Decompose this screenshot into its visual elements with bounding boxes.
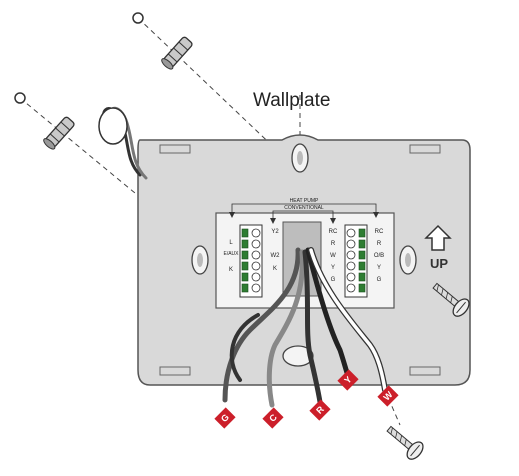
screw-right (432, 282, 470, 317)
terminal-label-eaux: E/AUX (223, 251, 239, 257)
wall-anchor-left (43, 116, 75, 150)
up-arrow-icon (424, 224, 452, 251)
terminal-label-g-b: G (377, 277, 382, 283)
terminal-label-g-a: G (331, 277, 336, 283)
terminal-block-right (344, 224, 368, 298)
terminal-label-k-mid: K (273, 266, 277, 272)
terminal-label-l: L (229, 240, 233, 246)
wire-tag-c: C (262, 407, 284, 429)
terminal-label-w2: W2 (271, 253, 281, 259)
terminal-label-y-a: Y (331, 265, 335, 271)
terminal-block-left (239, 224, 263, 298)
wire-tag-r: R (309, 399, 331, 421)
screw-bottom (386, 425, 424, 460)
wire-tag-g: G (214, 407, 236, 429)
wire-bundle (98, 106, 388, 408)
terminal-label-w-a: W (330, 253, 336, 259)
guide-end-circle (132, 12, 144, 24)
terminal-label-y-b: Y (377, 265, 381, 271)
wire-tag-w: W (377, 385, 399, 407)
up-label: UP (430, 256, 448, 271)
terminal-label-rc-a: RC (329, 229, 338, 235)
terminal-label-y2: Y2 (271, 229, 279, 235)
terminal-label-r-a: R (331, 241, 336, 247)
conventional-label: CONVENTIONAL (284, 205, 324, 211)
wall-anchor-top (161, 36, 193, 70)
terminal-label-r-b: R (377, 241, 382, 247)
heat-pump-label: HEAT PUMP (290, 198, 319, 204)
terminal-label-rc-b: RC (375, 229, 384, 235)
wallplate-title: Wallplate (253, 90, 330, 111)
terminal-label-k-left: K (229, 267, 233, 273)
svg-text:Y: Y (342, 374, 353, 385)
guide-end-circle (14, 92, 26, 104)
terminal-label-ob: O/B (374, 253, 384, 259)
wire-tag-y: Y (337, 369, 359, 391)
